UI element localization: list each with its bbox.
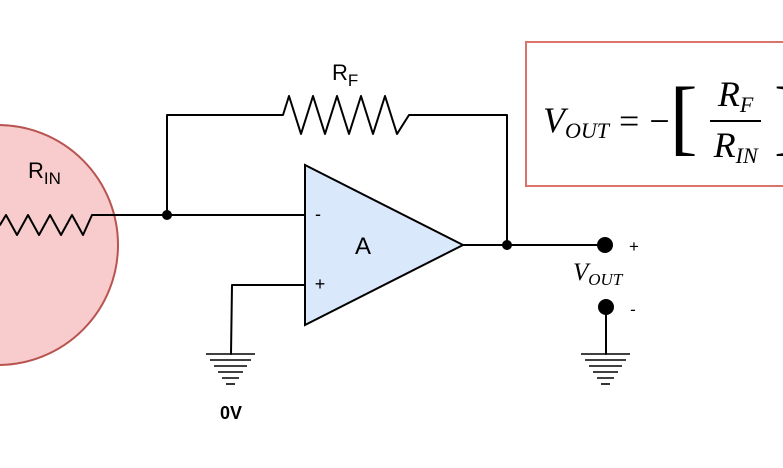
op-amp-label: A <box>355 233 371 260</box>
feedback-resistor-label: RF <box>332 60 358 90</box>
output-positive-terminal <box>597 237 613 253</box>
open-bracket: [ <box>669 71 698 164</box>
output-ground-symbol <box>581 353 630 385</box>
input-resistor <box>0 214 168 236</box>
fraction-denominator: RIN <box>713 125 758 168</box>
close-bracket: ] <box>774 76 783 160</box>
non-inverting-input-wire <box>230 284 306 355</box>
feedback-resistor <box>166 95 508 246</box>
input-highlight-circle <box>0 124 119 366</box>
input-junction-dot <box>162 210 172 220</box>
inverting-input-label: - <box>315 204 321 224</box>
fraction-numerator: RF <box>709 73 762 122</box>
minus-sign: − <box>649 101 670 141</box>
ground-symbol <box>206 353 255 385</box>
gain-fraction: RF RIN <box>706 73 766 169</box>
output-voltage-label: VOUT <box>573 259 624 289</box>
equation-lhs: VOUT <box>543 99 610 143</box>
equals-sign: = <box>619 101 640 141</box>
non-inverting-input-label: + <box>315 274 326 294</box>
equation-box: VOUT = − [ RF RIN ] <box>525 41 783 187</box>
output-plus-label: + <box>629 237 639 256</box>
output-negative-terminal <box>598 299 614 315</box>
ground-label: 0V <box>220 403 242 423</box>
input-resistor-label: RIN <box>28 158 61 188</box>
output-junction-dot <box>502 240 512 250</box>
gain-equation: VOUT = − [ RF RIN ] <box>543 73 783 169</box>
output-minus-label: - <box>630 300 636 319</box>
op-amp <box>304 163 466 327</box>
